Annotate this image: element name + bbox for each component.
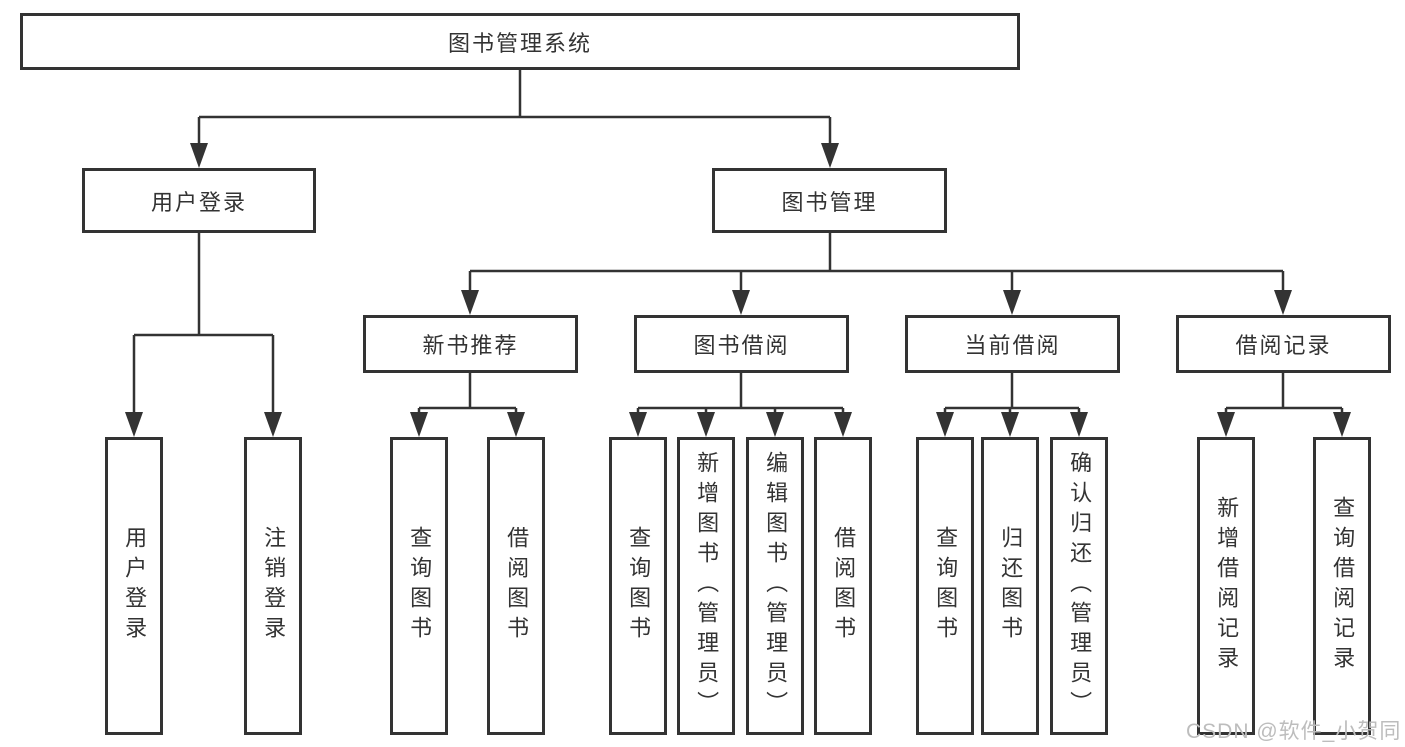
node-book-management: 图书管理: [712, 168, 947, 233]
arrow-down-icon: [697, 412, 715, 437]
node-label: 图书管理: [781, 189, 878, 215]
node-label: 借阅图书: [831, 526, 857, 646]
leaf-add-book-admin: 新增图书（管理员）: [677, 437, 735, 735]
arrow-down-icon: [507, 412, 525, 437]
arrow-down-icon: [410, 412, 428, 437]
arrow-down-icon: [629, 412, 647, 437]
leaf-logout: 注销登录: [244, 437, 302, 735]
node-label: 当前借阅: [964, 333, 1061, 358]
arrow-down-icon: [1217, 412, 1235, 437]
leaf-add-borrow-record: 新增借阅记录: [1197, 437, 1255, 735]
leaf-edit-book-admin: 编辑图书（管理员）: [746, 437, 804, 735]
leaf-query-borrow-record: 查询借阅记录: [1313, 437, 1371, 735]
node-label: 图书借阅: [693, 333, 790, 358]
node-label: 编辑图书（管理员）: [763, 451, 789, 721]
node-book-borrowing: 图书借阅: [634, 315, 849, 373]
leaf-borrow-books-borrowing: 借阅图书: [814, 437, 872, 735]
node-new-book-recommend: 新书推荐: [363, 315, 578, 373]
arrow-down-icon: [461, 290, 479, 315]
connector-borrowing-records-children: [1217, 373, 1351, 437]
leaf-query-books-recommend: 查询图书: [390, 437, 448, 735]
arrow-down-icon: [766, 412, 784, 437]
arrow-down-icon: [821, 143, 839, 168]
connector-user-login-children: [125, 233, 282, 437]
leaf-query-books-borrowing: 查询图书: [609, 437, 667, 735]
connector-new-book-recommend-children: [410, 373, 525, 437]
node-label: 新增图书（管理员）: [694, 451, 720, 721]
node-label: 确认归还（管理员）: [1067, 451, 1093, 721]
leaf-user-login: 用户登录: [105, 437, 163, 735]
arrow-down-icon: [1003, 290, 1021, 315]
node-label: 新增借阅记录: [1214, 496, 1240, 676]
node-label: 归还图书: [998, 526, 1024, 646]
node-label: 用户登录: [122, 526, 148, 646]
node-label: 借阅图书: [504, 526, 530, 646]
arrow-down-icon: [732, 290, 750, 315]
node-label: 查询图书: [407, 526, 433, 646]
arrow-down-icon: [1001, 412, 1019, 437]
leaf-return-book: 归还图书: [981, 437, 1039, 735]
arrow-down-icon: [1333, 412, 1351, 437]
node-current-borrowing: 当前借阅: [905, 315, 1120, 373]
arrow-down-icon: [264, 412, 282, 437]
arrow-down-icon: [125, 412, 143, 437]
arrow-down-icon: [936, 412, 954, 437]
leaf-borrow-books-recommend: 借阅图书: [487, 437, 545, 735]
connector-current-borrowing-children: [936, 373, 1088, 437]
node-label: 新书推荐: [422, 333, 519, 358]
leaf-query-books-current: 查询图书: [916, 437, 974, 735]
connector-book-management-children: [461, 233, 1292, 315]
node-library-management-system: 图书管理系统: [20, 13, 1020, 70]
node-label: 查询借阅记录: [1330, 496, 1356, 676]
arrow-down-icon: [1070, 412, 1088, 437]
node-user-login: 用户登录: [82, 168, 316, 233]
leaf-confirm-return-admin: 确认归还（管理员）: [1050, 437, 1108, 735]
node-label: 注销登录: [261, 526, 287, 646]
arrow-down-icon: [1274, 290, 1292, 315]
node-label: 查询图书: [933, 526, 959, 646]
arrow-down-icon: [190, 143, 208, 168]
node-label: 图书管理系统: [447, 30, 592, 56]
node-label: 用户登录: [150, 189, 247, 215]
node-label: 借阅记录: [1235, 333, 1332, 358]
csdn-watermark: CSDN @软件_小贺同学: [1186, 720, 1402, 743]
arrow-down-icon: [834, 412, 852, 437]
node-borrowing-records: 借阅记录: [1176, 315, 1391, 373]
node-label: 查询图书: [626, 526, 652, 646]
connector-book-borrowing-children: [629, 373, 852, 437]
connector-root-to-level2: [190, 69, 839, 168]
